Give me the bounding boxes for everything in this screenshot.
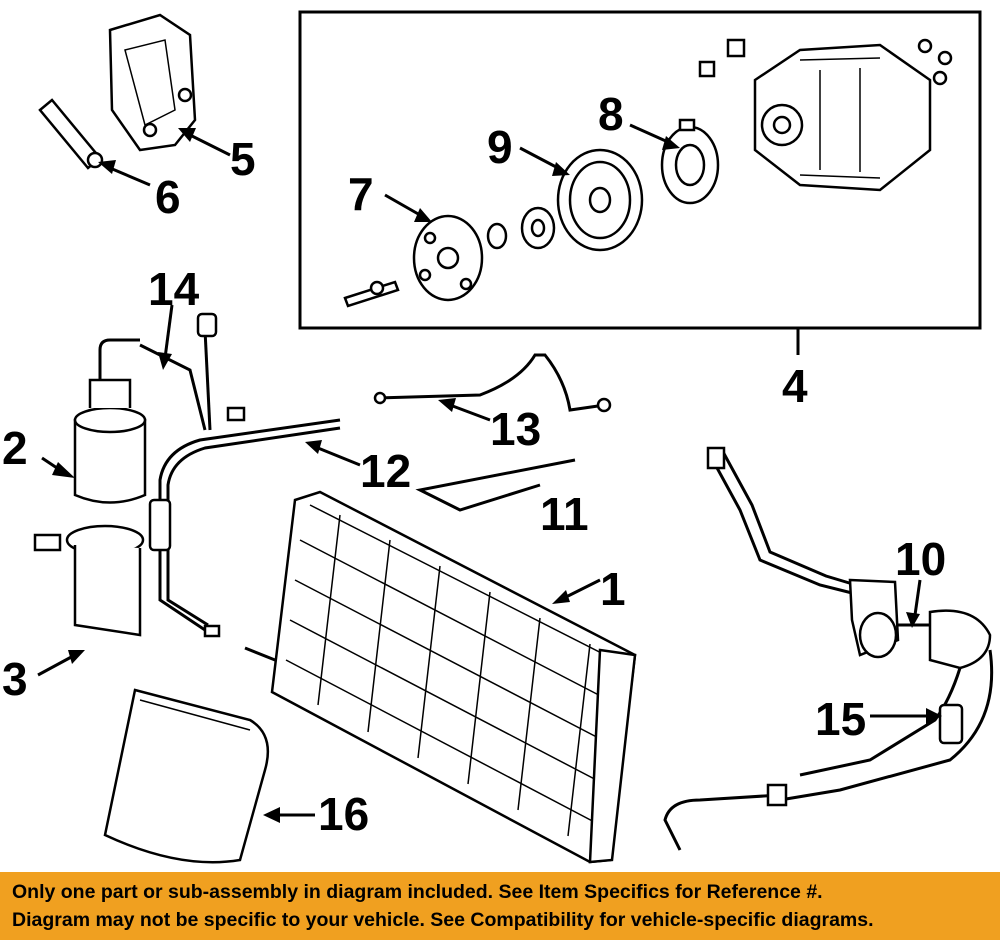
- callout-4: 4: [782, 360, 808, 412]
- liquid-line-part: [148, 418, 341, 638]
- pulley-part: [556, 148, 644, 252]
- compressor-part: [698, 38, 953, 192]
- receiver-drier-part: [73, 338, 147, 504]
- callout-2: 2: [2, 422, 28, 474]
- disclaimer-line-2: Diagram may not be specific to your vehi…: [12, 909, 874, 931]
- callout-7: 7: [348, 168, 374, 220]
- callout-3: 3: [2, 653, 28, 705]
- disclaimer-banner: Only one part or sub-assembly in diagram…: [0, 872, 1000, 940]
- callout-9: 9: [487, 121, 513, 173]
- callout-10: 10: [895, 533, 946, 585]
- condenser-part: [244, 490, 637, 864]
- callout-1: 1: [600, 563, 626, 615]
- bracket-part: [108, 13, 197, 152]
- callout-13: 13: [490, 403, 541, 455]
- strap-part: [38, 98, 104, 170]
- tube-part: [373, 353, 612, 413]
- seal-part: [103, 688, 270, 864]
- callout-6: 6: [155, 171, 181, 223]
- callout-8: 8: [598, 88, 624, 140]
- callouts: 1 2 3 4 5 6 7 8 9 10 11 12 13 14 15 16: [2, 88, 946, 840]
- callout-12: 12: [360, 445, 411, 497]
- callout-11: 11: [540, 488, 589, 540]
- hose-assembly-part: [663, 446, 994, 851]
- clutch-coil-part: [660, 118, 720, 205]
- disclaimer-line-1: Only one part or sub-assembly in diagram…: [12, 881, 823, 903]
- bearing-part: [486, 206, 556, 250]
- parts-diagram: 1 2 3 4 5 6 7 8 9 10 11 12 13 14 15 16: [2, 10, 994, 864]
- callout-5: 5: [230, 133, 256, 185]
- callout-16: 16: [318, 788, 369, 840]
- drier-bracket-part: [33, 524, 145, 637]
- drier-hose-part: [139, 312, 246, 431]
- clutch-plate-part: [343, 214, 484, 308]
- compressor-assembly-box: [298, 10, 982, 355]
- callout-14: 14: [148, 263, 200, 315]
- leader-lines: [37, 123, 942, 823]
- callout-15: 15: [815, 693, 866, 745]
